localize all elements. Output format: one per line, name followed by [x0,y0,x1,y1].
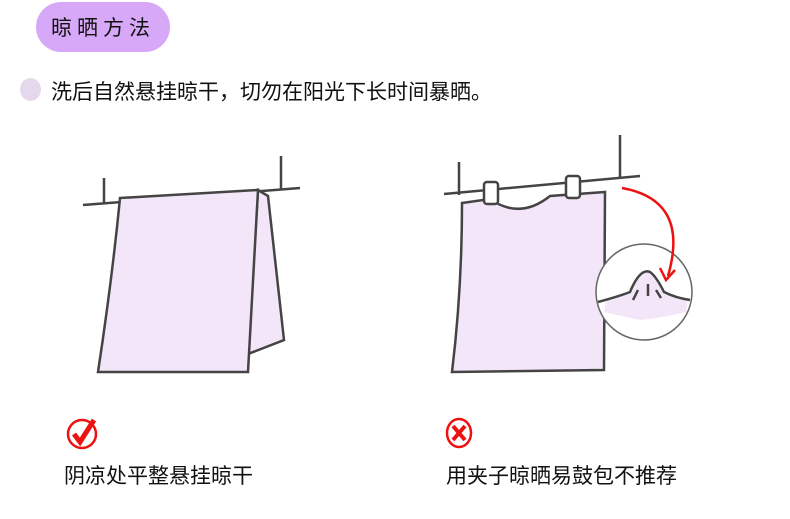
bullet-dot [20,78,41,101]
section-title: 晾晒方法 [51,16,155,40]
bad-drying-illustration [443,135,693,374]
section-title-badge: 晾晒方法 [36,2,170,52]
check-circle-icon [66,418,98,450]
x-circle-icon [445,417,473,449]
good-drying-illustration [82,156,301,374]
drying-note: 洗后自然悬挂晾干，切勿在阳光下长时间暴晒。 [51,80,492,104]
bad-caption: 用夹子晾晒易鼓包不推荐 [446,464,677,488]
good-caption: 阴凉处平整悬挂晾干 [64,464,253,488]
